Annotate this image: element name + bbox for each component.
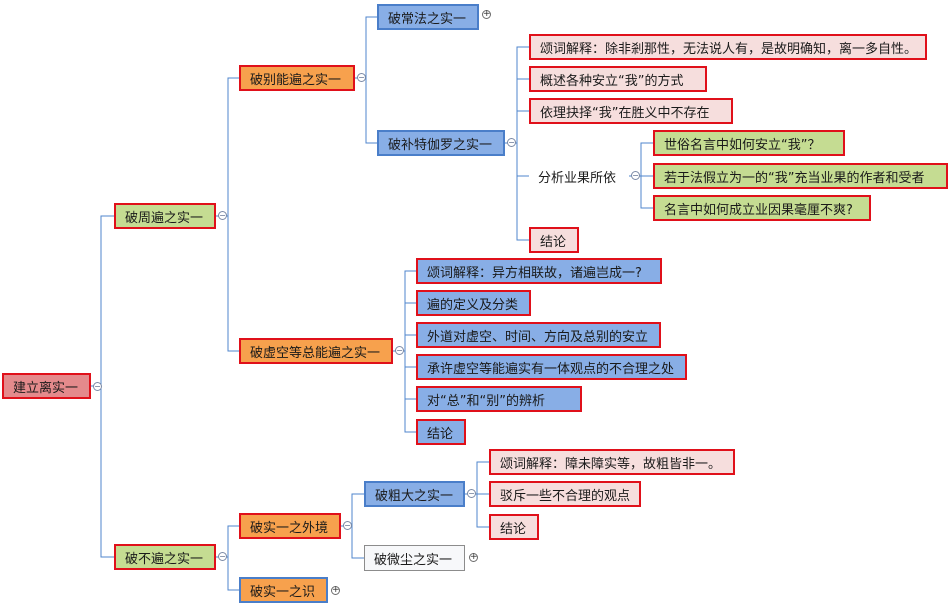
node-po-wai-jing[interactable]: 破实一之外境 [239, 513, 341, 539]
node-po-zhoubian[interactable]: 破周遍之实一 [114, 203, 216, 229]
collapse-toggle-po-bubian[interactable]: − [218, 552, 227, 561]
item-bo-chi[interactable]: 驳斥一些不合理的观点 [489, 481, 641, 507]
node-fen-xi-ye-guo[interactable]: 分析业果所依 [538, 170, 617, 186]
node-po-cu-da[interactable]: 破粗大之实一 [364, 481, 465, 507]
node-po-shi[interactable]: 破实一之识 [239, 577, 328, 603]
item-wai-dao[interactable]: 外道对虚空、时间、方向及总别的安立 [416, 322, 661, 348]
node-po-xukong[interactable]: 破虚空等总能遍之实一 [239, 338, 393, 364]
collapse-toggle-po-wai-jing[interactable]: − [343, 521, 352, 530]
item-song-ci-jie-shi-3[interactable]: 颂词解释：障未障实等，故粗皆非一。 [489, 449, 735, 475]
collapse-toggle-po-xukong[interactable]: − [395, 346, 404, 355]
expand-toggle-po-wei-chen[interactable]: + [469, 552, 478, 562]
collapse-toggle-fen-xi-ye-guo[interactable]: − [631, 171, 640, 180]
item-bian-ding-yi[interactable]: 遍的定义及分类 [416, 290, 531, 316]
item-jie-lun-1[interactable]: 结论 [529, 227, 579, 253]
item-gai-shu[interactable]: 概述各种安立“我”的方式 [529, 66, 707, 92]
item-shi-su-ming-yan[interactable]: 世俗名言中如何安立“我”？ [653, 130, 845, 156]
item-jie-lun-2[interactable]: 结论 [416, 419, 466, 445]
item-cheng-xu-xu-kong[interactable]: 承许虚空等能遍实有一体观点的不合理之处 [416, 354, 687, 380]
item-song-ci-jie-shi-1[interactable]: 颂词解释：除非剎那性，无法说人有，是故明确知，离一多自性。 [529, 34, 927, 60]
collapse-toggle-po-butejialuo[interactable]: − [507, 138, 516, 147]
item-zong-bie-bian-xi[interactable]: 对“总”和“别”的辨析 [416, 386, 582, 412]
item-jie-lun-3[interactable]: 结论 [489, 514, 539, 540]
item-ming-yan-ye-yin-guo[interactable]: 名言中如何成立业因果毫厘不爽? [653, 195, 871, 221]
root-node[interactable]: 建立离实一 [2, 373, 91, 399]
node-po-changfa[interactable]: 破常法之实一 [377, 4, 479, 30]
collapse-toggle-po-zhoubian[interactable]: − [218, 211, 227, 220]
collapse-toggle-po-bieneng[interactable]: − [357, 73, 366, 82]
collapse-toggle-root[interactable]: − [93, 382, 102, 391]
item-yi-li-jue-ze[interactable]: 依理抉择“我”在胜义中不存在 [529, 98, 733, 124]
expand-toggle-po-shi[interactable]: + [331, 585, 340, 595]
node-po-wei-chen[interactable]: 破微尘之实一 [364, 545, 465, 571]
item-song-ci-jie-shi-2[interactable]: 颂词解释：异方相联故，诸遍岂成一? [416, 258, 662, 284]
node-po-bubian[interactable]: 破不遍之实一 [114, 544, 216, 570]
collapse-toggle-po-cu-da[interactable]: − [467, 489, 476, 498]
expand-toggle-po-changfa[interactable]: + [482, 9, 491, 19]
item-ruo-yu-fa[interactable]: 若于法假立为一的“我”充当业果的作者和受者 [653, 163, 948, 189]
node-po-butejialuo[interactable]: 破补特伽罗之实一 [377, 130, 505, 156]
node-po-bieneng[interactable]: 破别能遍之实一 [239, 65, 355, 91]
